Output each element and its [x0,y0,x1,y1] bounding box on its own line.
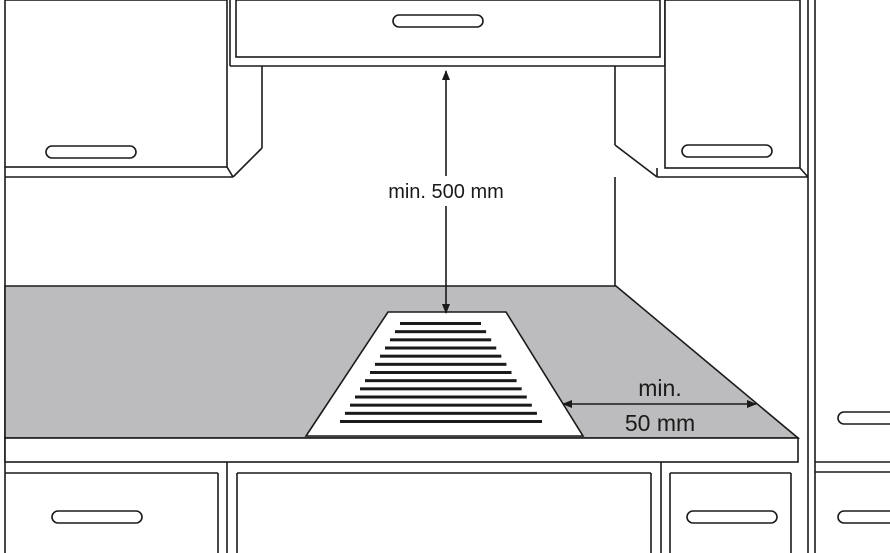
hob-vent-slat [380,354,502,358]
hob-vent-slat [400,322,481,325]
hob-vent-slat [360,387,522,391]
vertical-clearance-label: min. 500 mm [388,181,504,203]
hob-vent-slat [395,330,487,334]
hob-vent-slat [350,403,532,407]
hob [304,311,585,437]
side-clearance-label-line2: 50 mm [625,410,695,436]
hob-vent-slat [340,420,542,423]
hob-vent-slat [370,371,512,374]
tall-cabinet-handle-upper [837,411,890,425]
top-center-drawer [229,0,666,67]
hob-vent-slat [375,362,507,366]
tall-cabinet-handle-lower [837,510,890,524]
hob-vent-slat [345,411,537,415]
left-side-return [232,66,263,178]
base-units [5,462,792,553]
right-wall-cabinet-handle [681,144,773,158]
right-wall-cabinet [656,0,809,178]
top-center-drawer-handle [392,14,484,28]
hob-vent-slat [355,395,527,399]
hob-vent-slat [385,346,497,350]
worktop-front-edge [4,437,799,463]
base-right-drawer-handle [686,510,778,524]
hob-vent-slat [365,379,517,383]
base-left-drawer-handle [51,510,143,524]
side-clearance-label-line1: min. [638,375,681,401]
left-wall-cabinet-handle [45,145,137,159]
hob-vent-slats [340,322,542,423]
vertical-label-bg [378,176,514,206]
right-side-return [614,66,658,178]
tall-cabinet-right [815,411,890,524]
left-wall-cabinet [4,0,234,178]
hob-vent-slat [390,338,492,342]
